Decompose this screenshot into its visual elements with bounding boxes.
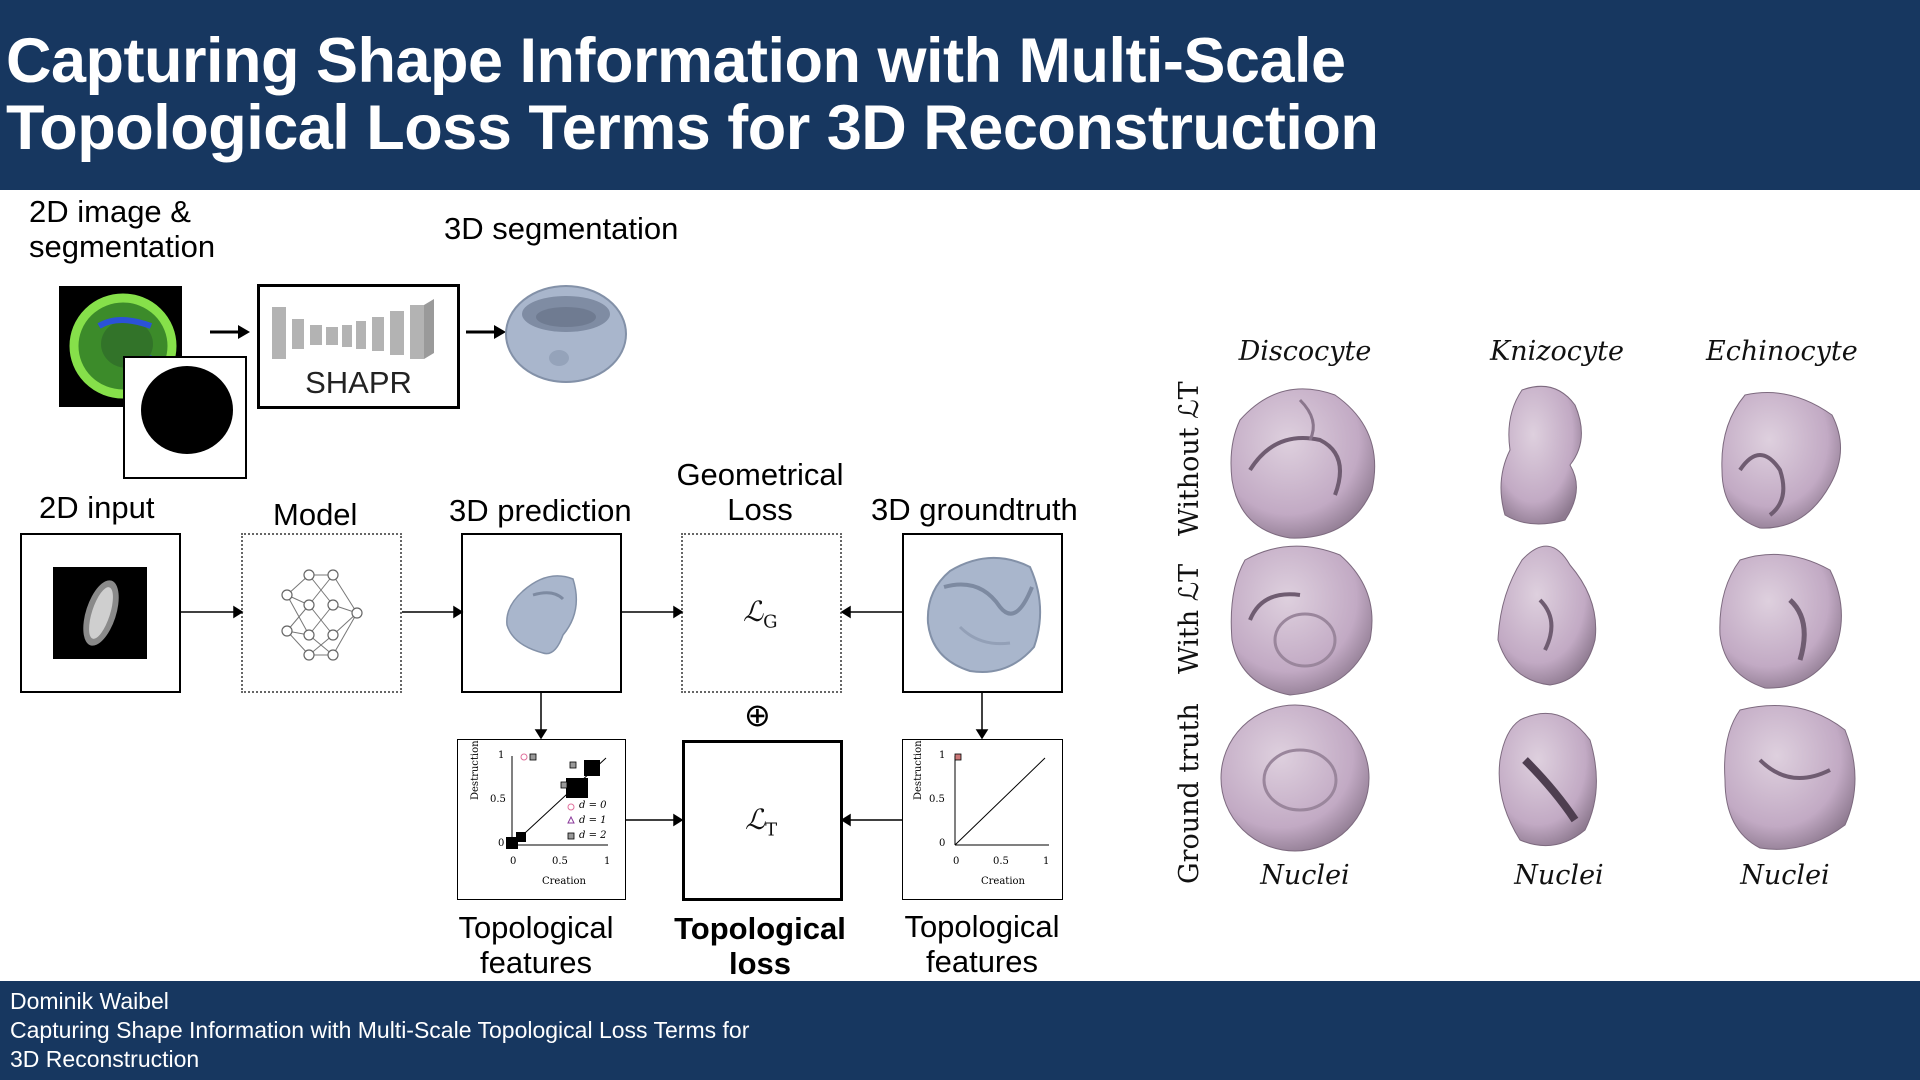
geo-loss-symbol: ℒG: [743, 595, 778, 633]
persistence-plot-right: [954, 753, 1049, 846]
topo-features-right-label: Topological features: [882, 909, 1082, 979]
shape-echinocyte-with: [1719, 553, 1842, 689]
pd-left-legend: [567, 803, 575, 840]
main-input-label: 2D input: [39, 490, 155, 525]
input-2d-box: [20, 533, 181, 693]
topo-features-right-line2: features: [925, 944, 1038, 979]
shape-echinocyte-without: [1721, 392, 1841, 529]
persistence-diagram-right: Destruction Creation 1 0.5 0 0 0.5 1: [902, 739, 1063, 900]
shape-discocyte-with: [1230, 545, 1373, 696]
shape-knizocyte-without: [1500, 385, 1582, 525]
col-label-knizocyte: Knizocyte: [1490, 336, 1624, 367]
pd-left-xtick-05: 0.5: [552, 856, 568, 867]
segmentation-mask-graphic: [141, 366, 233, 454]
topo-loss-subscript: T: [765, 819, 778, 841]
topo-loss-symbol: ℒT: [745, 803, 777, 841]
pd-right-xtick-0: 0: [953, 856, 960, 867]
pd-left-legend-d1: d = 1: [579, 815, 607, 826]
slide-title: Capturing Shape Information with Multi-S…: [6, 28, 1606, 162]
topo-features-left-label: Topological features: [436, 910, 636, 980]
persistence-diagram-left: Destruction Creation 1 0.5 0 0 0.5 1 d =…: [457, 739, 626, 900]
slide-title-line2: Topological Loss Terms for 3D Reconstruc…: [6, 93, 1379, 163]
top-input-label-line1: 2D image &: [29, 194, 191, 229]
shape-echinocyte-groundtruth: [1724, 705, 1856, 850]
persistence-plot-left: [506, 753, 608, 849]
3d-segmentation-shape: [505, 285, 627, 383]
prediction-label: 3D prediction: [449, 493, 632, 528]
pd-left-legend-d2: d = 2: [579, 830, 607, 841]
shape-knizocyte-groundtruth: [1498, 712, 1597, 847]
topo-features-left-line1: Topological: [458, 910, 614, 945]
footer-title-line1: Capturing Shape Information with Multi-S…: [10, 1017, 750, 1043]
oplus-symbol: ⊕: [744, 696, 771, 734]
topo-loss-label-line1: Topological: [674, 911, 846, 946]
topo-loss-label-line2: loss: [728, 946, 792, 981]
bottom-label-nuclei-1: Nuclei: [1260, 860, 1350, 891]
geo-loss-subscript: G: [763, 611, 778, 633]
top-input-label: 2D image & segmentation: [29, 194, 215, 264]
pd-right-xtick-05: 0.5: [993, 856, 1009, 867]
bottom-label-nuclei-2: Nuclei: [1514, 860, 1604, 891]
top-input-label-line2: segmentation: [29, 229, 216, 264]
model-label: Model: [273, 497, 358, 532]
pd-left-xtick-1: 1: [604, 856, 611, 867]
pd-left-ytick-0: 0: [498, 838, 505, 849]
col-label-echinocyte: Echinocyte: [1706, 336, 1858, 367]
shapr-label: SHAPR: [305, 365, 412, 400]
pd-right-ytick-0: 0: [939, 838, 946, 849]
segmentation-mask: [123, 356, 247, 479]
topo-features-left-line2: features: [479, 945, 592, 980]
footer-bar: Dominik Waibel Capturing Shape Informati…: [0, 981, 1920, 1080]
geo-loss-box: ℒG: [681, 533, 842, 693]
footer-title-line2: 3D Reconstruction: [10, 1046, 200, 1072]
geo-loss-label-line1: Geometrical: [676, 457, 844, 492]
geo-loss-label-line2: Loss: [727, 492, 793, 527]
top-output-label: 3D segmentation: [444, 211, 679, 246]
topo-loss-box: ℒT: [682, 740, 843, 901]
pd-right-xlabel: Creation: [981, 876, 1025, 887]
pd-right-ytick-1: 1: [939, 750, 946, 761]
title-bar: Capturing Shape Information with Multi-S…: [0, 0, 1920, 190]
topo-loss-label: Topological loss: [660, 911, 860, 981]
topo-features-right-line1: Topological: [904, 909, 1060, 944]
cell-image: [59, 286, 182, 407]
pd-left-legend-d0: d = 0: [579, 800, 607, 811]
geo-loss-label: Geometrical Loss: [655, 457, 865, 527]
pd-right-xtick-1: 1: [1043, 856, 1050, 867]
prediction-shape: [506, 575, 578, 655]
footer-author: Dominik Waibel: [10, 988, 169, 1014]
shape-discocyte-without: [1230, 388, 1376, 539]
model-box: [241, 533, 402, 693]
col-label-discocyte: Discocyte: [1238, 336, 1372, 367]
shape-knizocyte-with: [1497, 545, 1597, 686]
pd-left-ytick-05: 0.5: [490, 794, 506, 805]
groundtruth-box: [902, 533, 1063, 693]
shape-discocyte-groundtruth: [1220, 704, 1370, 852]
arrow-to-3d-seg: [466, 325, 506, 339]
shapr-box: SHAPR: [257, 284, 460, 409]
prediction-box: [461, 533, 622, 693]
pd-right-ytick-05: 0.5: [929, 794, 945, 805]
shapr-network-icon: [272, 299, 434, 359]
groundtruth-label: 3D groundtruth: [871, 492, 1078, 527]
geo-loss-L: ℒ: [743, 595, 764, 628]
topo-loss-L: ℒ: [745, 803, 766, 836]
arrow-to-shapr: [210, 325, 250, 339]
neural-net-icon: [281, 569, 363, 661]
groundtruth-shape: [926, 557, 1042, 673]
pd-left-ytick-1: 1: [498, 750, 505, 761]
pd-left-xtick-0: 0: [510, 856, 517, 867]
slide-title-line1: Capturing Shape Information with Multi-S…: [6, 26, 1346, 96]
pd-left-xlabel: Creation: [542, 876, 586, 887]
bottom-label-nuclei-3: Nuclei: [1740, 860, 1830, 891]
cell-image-graphic: [69, 293, 177, 399]
input-2d-image: [53, 567, 147, 659]
